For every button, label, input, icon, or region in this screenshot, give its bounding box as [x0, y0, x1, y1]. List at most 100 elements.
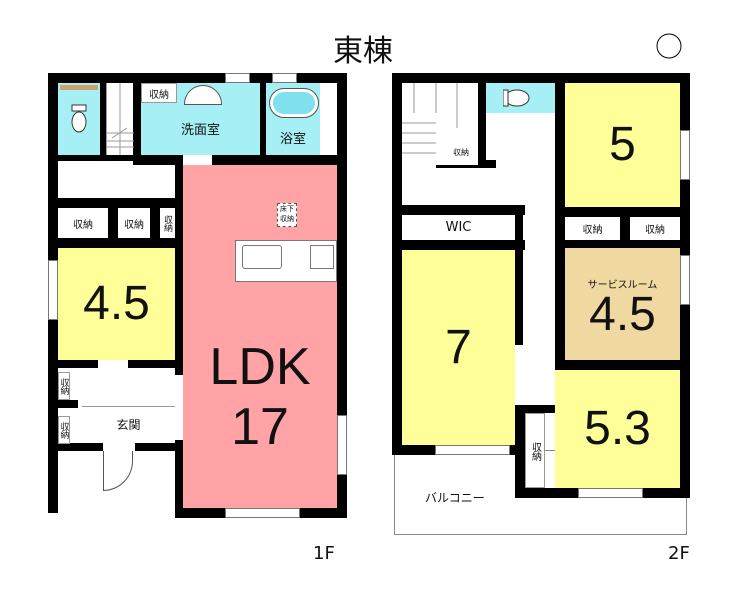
- balcony-label: バルコニー: [425, 491, 485, 505]
- toilet-2f: [486, 83, 555, 113]
- room-size: 7: [445, 320, 472, 374]
- wall: [212, 155, 345, 165]
- wall: [260, 83, 266, 158]
- entrance-label: 玄関: [116, 418, 141, 432]
- bathroom-label: 浴室: [279, 131, 306, 147]
- wall: [402, 205, 525, 215]
- ldk: LDK 17: [183, 165, 337, 508]
- room-size: 4.5: [589, 287, 656, 341]
- storage-label: 収納: [149, 89, 169, 101]
- wall: [140, 155, 183, 165]
- storage-label: 収納: [73, 219, 93, 231]
- window: [272, 73, 297, 83]
- kitchen-sink-icon: [242, 245, 282, 269]
- toilet-icon: [502, 89, 529, 107]
- underfloor-storage[interactable]: 床下収納: [277, 203, 297, 227]
- toilet-1f: [58, 83, 100, 155]
- room-size: 5.3: [584, 402, 651, 455]
- storage-label: 収納: [645, 225, 665, 236]
- wic-label: WIC: [445, 220, 472, 235]
- front-door[interactable]: [103, 451, 133, 491]
- storage-2f-c: 収納: [525, 413, 545, 488]
- storage-1f-b: 収納: [118, 208, 150, 238]
- wall: [392, 73, 402, 455]
- wall: [58, 360, 98, 368]
- window: [225, 73, 250, 83]
- wall: [555, 83, 565, 368]
- service-room-label: サービスルーム: [587, 279, 658, 291]
- wall: [100, 83, 106, 155]
- room-size: 4.5: [83, 277, 150, 330]
- wall: [555, 360, 690, 370]
- storage-label: 収納: [58, 378, 69, 394]
- storage-label: 収納: [582, 225, 603, 236]
- wall: [525, 405, 555, 413]
- wall: [58, 155, 133, 161]
- wall: [565, 240, 680, 248]
- toilet-icon: [71, 104, 87, 133]
- floor-2-label: 2F: [668, 543, 690, 564]
- window: [680, 130, 690, 180]
- wall: [175, 440, 185, 518]
- storage-2f-b: 収納: [630, 217, 680, 240]
- wall: [135, 443, 180, 451]
- window: [337, 415, 347, 475]
- staircase-2f[interactable]: [402, 83, 478, 165]
- storage-2f-stairs: 収納: [444, 145, 478, 160]
- window: [48, 260, 58, 320]
- shelf: [60, 85, 98, 90]
- storage-label: 収納: [529, 441, 541, 460]
- building-title: 東棟: [333, 34, 393, 69]
- wall: [58, 400, 78, 408]
- bedroom-5-3: 5.3: [555, 370, 680, 488]
- storage-label: 収納: [58, 422, 69, 438]
- storage-label: 収納: [162, 215, 172, 231]
- wall: [150, 205, 160, 243]
- wall: [620, 215, 630, 245]
- wall: [128, 360, 183, 368]
- north-arrow-icon: [656, 33, 682, 59]
- storage-label: 収納: [124, 219, 144, 231]
- storage-wash: 収納: [141, 83, 177, 103]
- floor-1-label: 1F: [313, 543, 335, 564]
- window: [578, 488, 643, 498]
- storage-1f-a: 収納: [58, 208, 108, 238]
- bathtub-icon: [269, 88, 319, 118]
- storage-label: 収納: [453, 148, 469, 157]
- ldk-size: 17: [231, 397, 289, 456]
- window: [680, 255, 690, 305]
- stairs-icon: [107, 83, 134, 155]
- wall: [58, 198, 183, 208]
- wall: [478, 83, 486, 168]
- ldk-label: LDK: [209, 337, 311, 396]
- entrance: 玄関: [82, 406, 175, 442]
- walk-in-closet: WIC: [402, 215, 515, 240]
- bedroom-4-5-1f: 4.5: [58, 248, 175, 360]
- storage-1f-e: 収納: [58, 416, 70, 444]
- storage-2f-a: 収納: [565, 217, 620, 240]
- wall: [133, 83, 141, 165]
- wall: [392, 73, 690, 83]
- wall: [402, 240, 525, 250]
- bedroom-5: 5: [565, 83, 680, 207]
- wall: [175, 160, 183, 375]
- wall: [555, 207, 690, 217]
- bedroom-7: 7: [402, 250, 515, 445]
- storage-1f-d: 収納: [58, 372, 70, 400]
- washroom-label: 洗面室: [180, 122, 220, 138]
- window: [225, 508, 300, 518]
- room-size: 5: [609, 118, 636, 171]
- stairs-icon: [402, 83, 458, 154]
- stove-icon: [310, 245, 334, 269]
- staircase-1f[interactable]: [106, 83, 134, 155]
- service-room: サービスルーム 4.5: [565, 248, 680, 360]
- wall: [48, 73, 345, 83]
- window: [435, 445, 510, 455]
- wall: [337, 73, 347, 518]
- kitchen-counter: [235, 240, 337, 282]
- wall: [58, 238, 183, 248]
- wall: [48, 443, 103, 451]
- wall: [515, 205, 523, 345]
- storage-1f-c: 収納: [160, 208, 175, 238]
